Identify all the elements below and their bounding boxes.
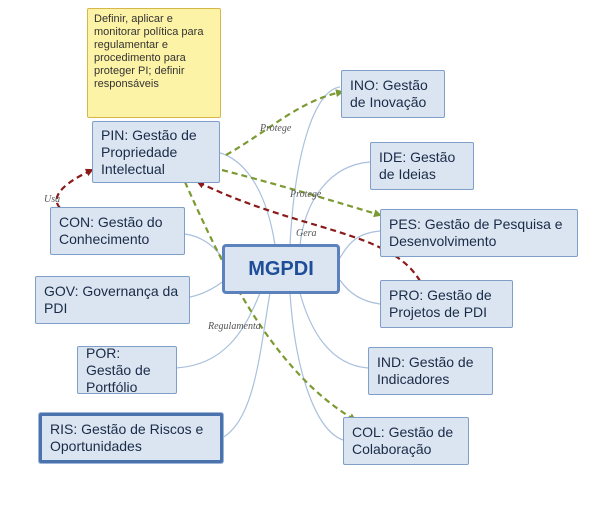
node-ino[interactable]: INO: Gestão de Inovação [341, 70, 445, 118]
connector-pin [216, 151, 276, 246]
node-ind-label: IND: Gestão de Indicadores [377, 354, 474, 387]
node-ide[interactable]: IDE: Gestão de Ideias [370, 142, 474, 190]
connector-ris [221, 292, 271, 439]
center-node-label: MGPDI [248, 257, 314, 280]
node-ino-label: INO: Gestão de Inovação [350, 77, 428, 110]
node-col[interactable]: COL: Gestão de Colaboração [343, 417, 469, 465]
annotation-note-text: Definir, aplicar e monitorar política pa… [94, 13, 204, 90]
arrow-pin-pes [221, 168, 382, 218]
edge-label-regulamenta: Regulamenta [207, 321, 261, 332]
node-ide-label: IDE: Gestão de Ideias [379, 149, 456, 182]
arrow-pro-pin [196, 181, 421, 282]
node-ris-label: RIS: Gestão de Riscos e Oportunidades [50, 421, 204, 454]
connector-con [184, 233, 226, 263]
node-pes[interactable]: PES: Gestão de Pesquisa e Desenvolviment… [380, 209, 578, 257]
node-pro[interactable]: PRO: Gestão de Projetos de PDI [380, 280, 513, 328]
node-con-label: CON: Gestão do Conhecimento [59, 214, 163, 247]
connector-ind [299, 292, 369, 369]
node-pes-label: PES: Gestão de Pesquisa e Desenvolviment… [389, 216, 563, 249]
connector-gov [189, 279, 226, 298]
node-gov[interactable]: GOV: Governança da PDI [35, 276, 190, 324]
annotation-note: Definir, aplicar e monitorar política pa… [87, 8, 221, 118]
connector-col [289, 292, 344, 441]
center-node-mgpdi[interactable]: MGPDI [222, 244, 340, 294]
connector-pro [339, 279, 381, 305]
edge-label-gera: Gera [296, 228, 317, 239]
node-col-label: COL: Gestão de Colaboração [352, 424, 454, 457]
connector-por [175, 292, 261, 369]
node-por-label: POR: Gestão de Portfólio [86, 344, 151, 395]
arrow-con-pin [55, 168, 94, 209]
node-por[interactable]: POR: Gestão de Portfólio [77, 344, 177, 395]
node-ind[interactable]: IND: Gestão de Indicadores [368, 347, 493, 395]
connector-ino [289, 86, 341, 246]
node-pin[interactable]: PIN: Gestão de Propriedade Intelectual [92, 121, 220, 183]
node-gov-label: GOV: Governança da PDI [44, 283, 179, 316]
connector-ide [299, 161, 371, 246]
node-con[interactable]: CON: Gestão do Conhecimento [50, 207, 185, 255]
node-pin-label: PIN: Gestão de Propriedade Intelectual [101, 126, 197, 177]
node-ris[interactable]: RIS: Gestão de Riscos e Oportunidades [39, 413, 223, 463]
edge-label-protege-pes: Protege [289, 189, 322, 200]
edge-label-usa: Usa [44, 194, 60, 205]
arrow-pin-col [183, 181, 357, 422]
connector-pes [339, 230, 381, 259]
edge-label-protege-ino: Protege [259, 123, 292, 134]
node-pro-label: PRO: Gestão de Projetos de PDI [389, 287, 492, 320]
